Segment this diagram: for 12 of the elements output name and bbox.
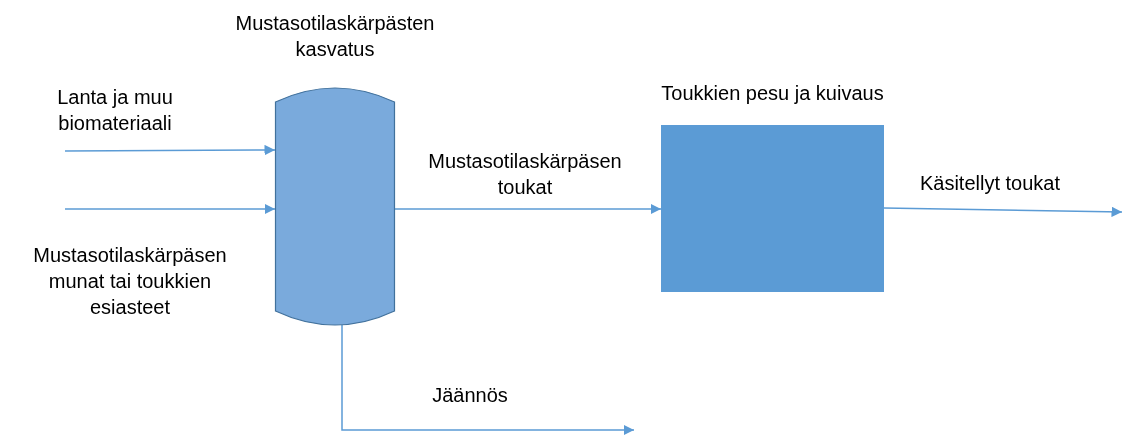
arrow [883,206,1123,218]
edge-label: Käsitellyt toukat [918,171,1062,196]
edge-label: Lanta ja muu biomateriaali [56,85,174,136]
edge-label: Mustasotilaskärpäsen munat tai toukkien esiasteet [32,243,228,320]
edge-label: Jäännös [431,383,509,408]
arrow [64,144,276,156]
node-heading: Toukkien pesu ja kuivaus [660,81,885,106]
arrow [341,324,635,435]
arrow [64,203,276,215]
edge-label: Mustasotilaskärpäsen toukat [427,149,623,200]
node-heading: Mustasotilaskärpästen kasvatus [235,11,435,62]
arrow [394,203,662,215]
